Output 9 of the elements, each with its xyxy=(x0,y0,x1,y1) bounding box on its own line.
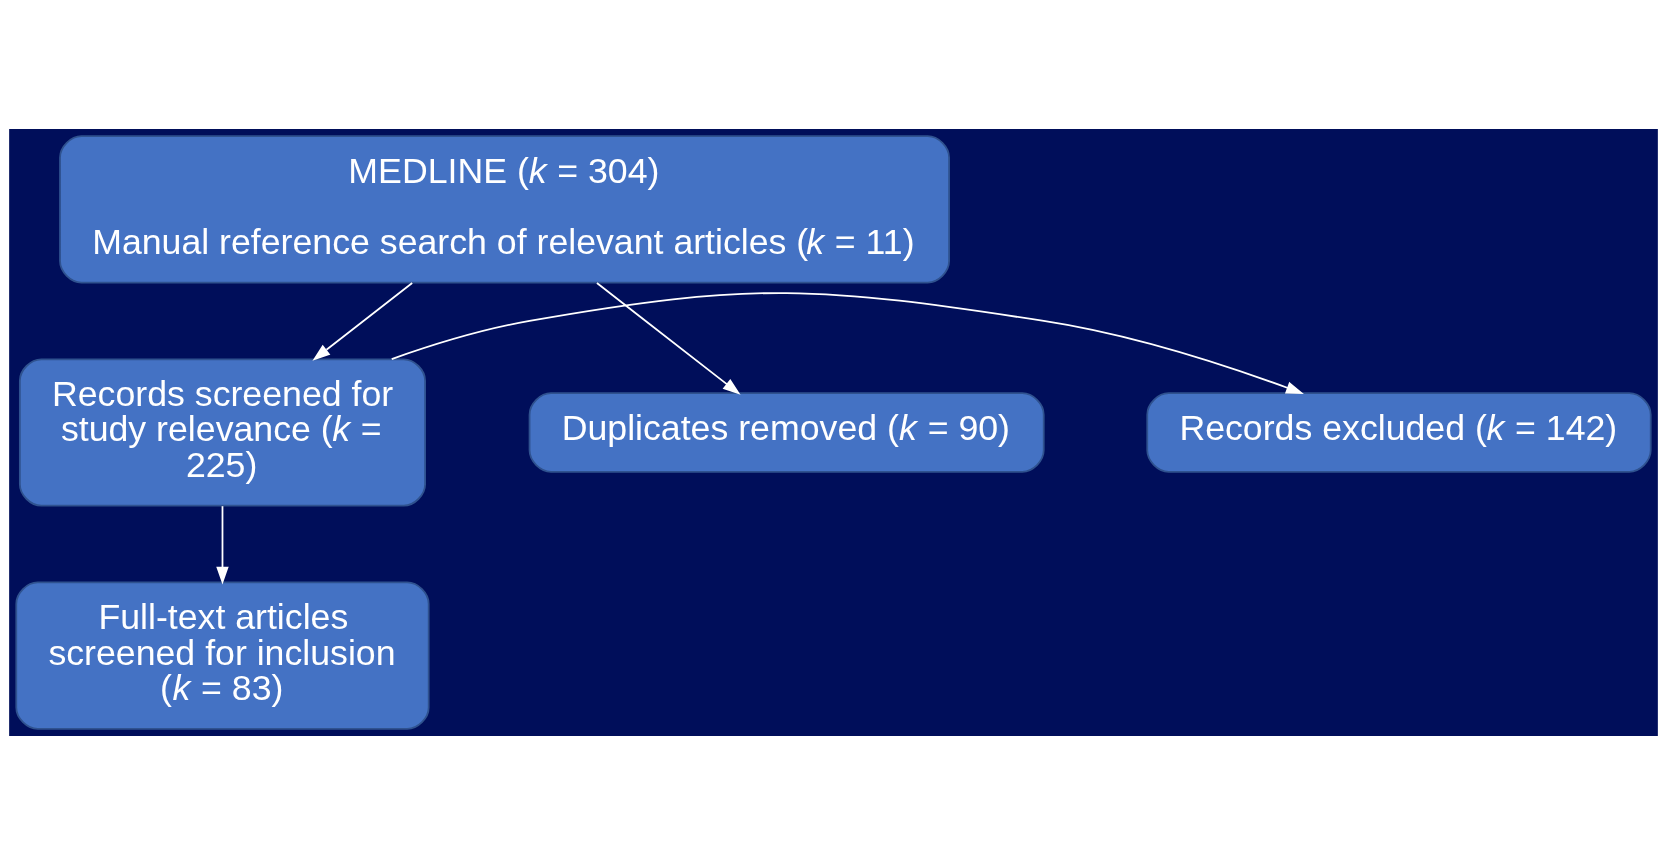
arrow xyxy=(390,291,1304,394)
node-box: Duplicates removed (k = 90) xyxy=(528,391,1045,473)
arrow xyxy=(312,281,414,361)
arrow xyxy=(596,281,741,395)
node-box: Records excluded (k = 142) xyxy=(1146,391,1652,473)
node-box: MEDLINE (k = 304) Manual reference search of relevant articles (k = 11) xyxy=(59,134,950,283)
arrow xyxy=(216,504,229,584)
node-box: Full-text articles screened for inclusion (k = 83) xyxy=(15,581,430,730)
node-box: Records screened for study relevance (k = 225) xyxy=(18,357,426,507)
